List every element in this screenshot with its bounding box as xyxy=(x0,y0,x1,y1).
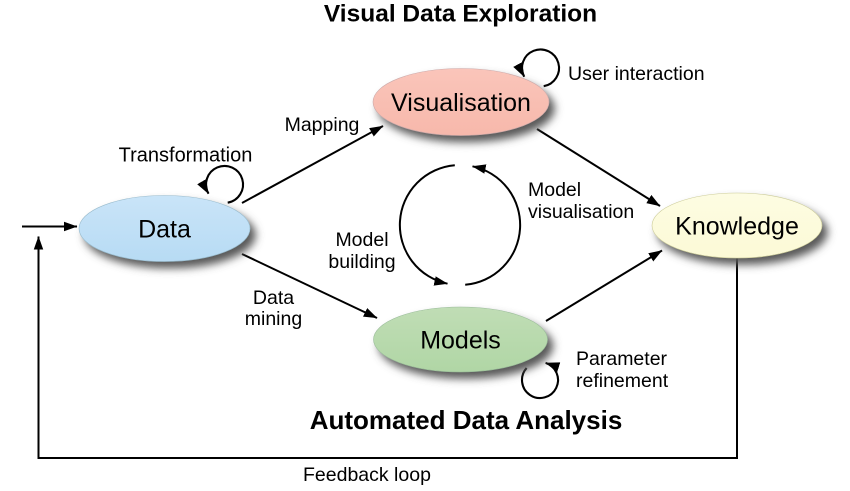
svg-text:mining: mining xyxy=(245,308,302,330)
svg-text:Parameter: Parameter xyxy=(576,348,668,370)
svg-text:refinement: refinement xyxy=(576,370,669,392)
svg-text:Visual Data Exploration: Visual Data Exploration xyxy=(324,1,597,28)
svg-text:Data: Data xyxy=(253,287,294,309)
svg-text:Data: Data xyxy=(138,216,191,244)
svg-text:Visualisation: Visualisation xyxy=(391,89,531,117)
svg-text:Transformation: Transformation xyxy=(119,145,253,167)
svg-text:Automated Data Analysis: Automated Data Analysis xyxy=(310,405,623,435)
svg-text:Mapping: Mapping xyxy=(285,114,360,136)
svg-text:Model: Model xyxy=(335,229,388,251)
svg-text:Models: Models xyxy=(420,327,501,355)
svg-text:building: building xyxy=(328,251,395,273)
svg-text:User interaction: User interaction xyxy=(568,63,705,85)
svg-text:Model: Model xyxy=(528,179,581,201)
svg-text:visualisation: visualisation xyxy=(528,201,634,223)
svg-text:Knowledge: Knowledge xyxy=(675,213,799,241)
svg-text:Feedback loop: Feedback loop xyxy=(303,464,431,486)
